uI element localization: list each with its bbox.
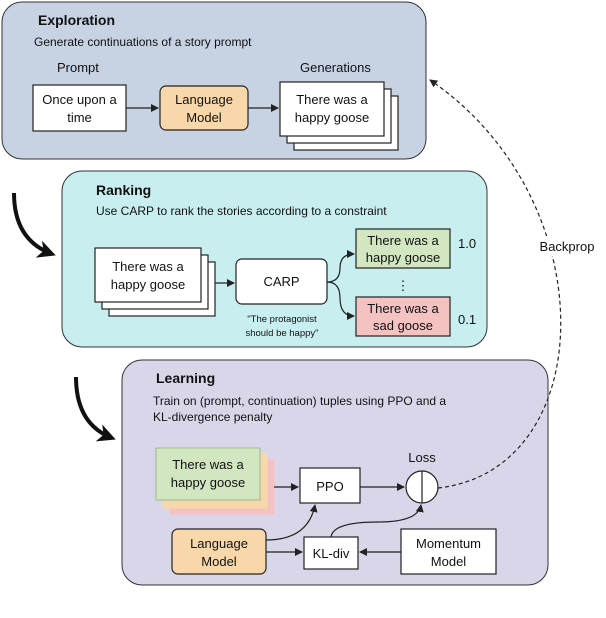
bottom-story-line-1: There was a [367,301,439,316]
learning-model-line-1: Language [190,536,248,551]
exploration-title: Exploration [38,12,115,28]
arrow-carp-to-bottom-story [326,281,355,320]
generation-line-1: There was a [296,92,368,107]
loss-label: Loss [408,450,436,465]
ranking-panel: Ranking Use CARP to rank the stories acc… [61,170,488,348]
prompt-box-line-2: time [67,110,92,125]
arrow-kl-to-loss [330,504,424,538]
top-score: 1.0 [458,236,476,251]
flow-arrow-exploration-to-ranking [12,192,56,258]
ranking-story-line-1: There was a [112,259,184,274]
prompt-box [32,84,127,132]
tuple-line-1: There was a [172,457,244,472]
learning-title: Learning [156,370,215,386]
bottom-story-box [355,296,451,337]
bottom-story-line-2: sad goose [373,318,433,333]
ppo-box [299,467,361,504]
top-story-line-2: happy goose [366,250,440,265]
ranking-title: Ranking [96,182,151,198]
backprop-arrow [429,79,562,489]
exploration-model-line-2: Model [186,110,222,125]
backprop-label-bg [530,236,604,256]
prompt-label: Prompt [57,60,99,75]
constraint-line-1: "The protagonist [247,314,317,325]
generations-label: Generations [300,60,371,75]
backprop-label: Backprop [540,239,595,254]
momentum-line-2: Model [431,554,467,569]
momentum-line-1: Momentum [416,536,481,551]
kl-div-box [303,536,359,570]
ranking-ellipsis: ⋮ [397,278,410,293]
flow-arrow-ranking-to-learning [74,376,116,442]
learning-description-line-1: Train on (prompt, continuation) tuples u… [153,394,446,408]
momentum-model-box [400,528,497,575]
tuple-stack-front [155,447,261,501]
bottom-score: 0.1 [458,312,476,327]
exploration-panel: Exploration Generate continuations of a … [1,1,427,160]
top-story-box [355,228,451,269]
learning-panel: Learning Train on (prompt, continuation)… [121,359,549,586]
ranking-stack-front [94,247,202,303]
ranking-story-line-2: happy goose [111,277,185,292]
learning-description-line-2: KL-divergence penalty [153,410,272,424]
ppo-label: PPO [316,479,343,494]
kl-div-label: KL-div [313,546,350,561]
generation-line-2: happy goose [295,110,369,125]
arrow-carp-to-top-story [326,250,355,283]
exploration-model-line-1: Language [175,92,233,107]
prompt-box-line-1: Once upon a [42,92,117,107]
learning-model-line-2: Model [201,554,237,569]
constraint-line-2: should be happy" [245,328,318,339]
ranking-description: Use CARP to rank the stories according t… [96,204,387,218]
generation-stack-front [279,81,385,137]
exploration-description: Generate continuations of a story prompt [34,35,252,49]
carp-label: CARP [263,274,299,289]
tuple-line-2: happy goose [171,475,245,490]
top-story-line-1: There was a [367,233,439,248]
arrow-model-to-ppo [265,504,318,541]
